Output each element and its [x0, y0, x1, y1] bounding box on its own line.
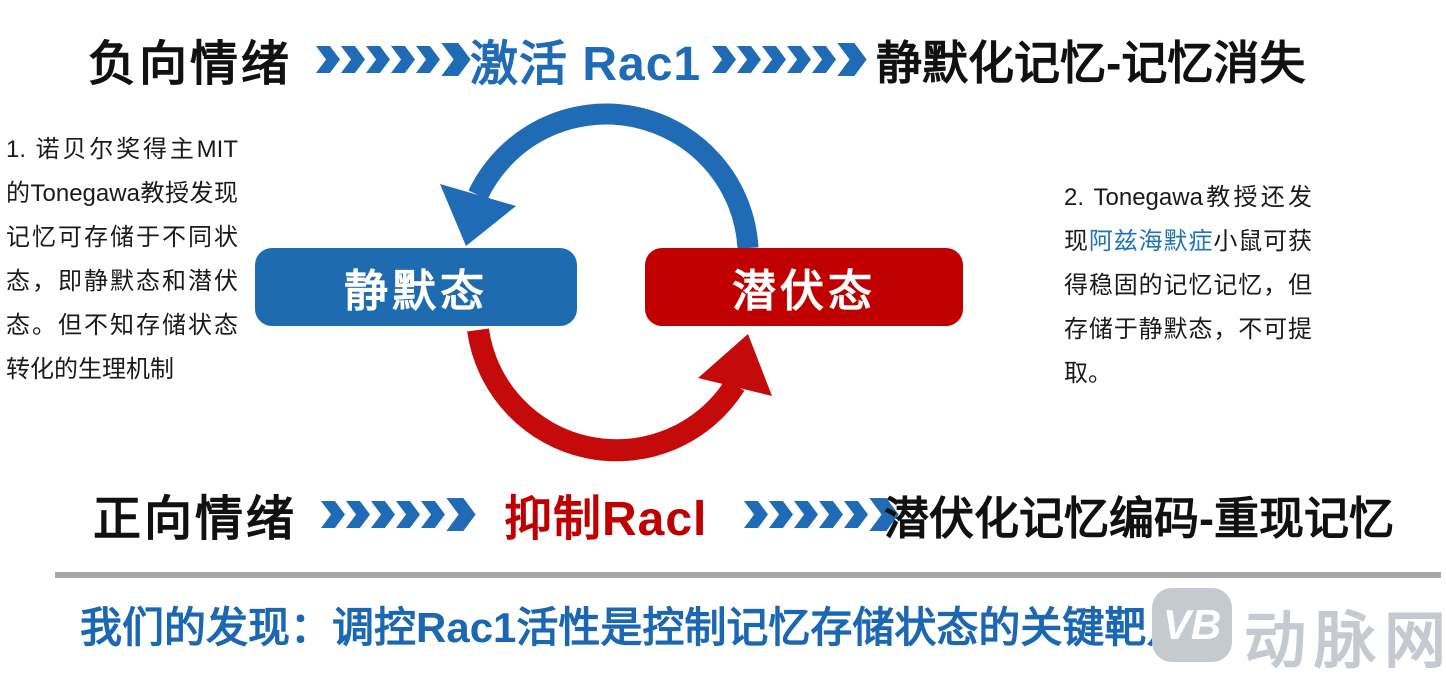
chevron-right-icon — [321, 501, 345, 528]
bottom-flow-process-label: 抑制Racl — [504, 493, 708, 546]
right-note: 2. Tonegawa教授还发现阿兹海默症小鼠可获得稳固的记忆记忆，但存储于静默… — [1064, 176, 1312, 396]
chevron-right-icon — [744, 501, 768, 528]
chevron-right-icon — [837, 43, 867, 76]
chevron-right-icon — [712, 46, 736, 73]
blue-arrowhead-icon — [440, 184, 516, 246]
red-cycle-arc — [467, 328, 745, 462]
cycle-arrows-graphic — [440, 103, 772, 462]
chevron-right-icon — [794, 501, 818, 528]
top-flow-arrows-1 — [316, 43, 471, 76]
chevron-right-icon — [391, 46, 415, 73]
left-note: 1. 诺贝尔奖得主MIT的Tonegawa教授发现记忆可存储于不同状态，即静默态… — [6, 136, 238, 383]
top-flow-outcome-label: 静默化记忆-记忆消失 — [876, 37, 1306, 89]
blue-cycle-arc — [468, 103, 759, 249]
chevron-right-icon — [316, 46, 340, 73]
right-note-prefix: 2. Tonegawa教授还发现 — [1064, 184, 1312, 255]
chevron-right-icon — [446, 498, 476, 531]
divider-line — [55, 572, 1441, 578]
latent-state-label: 潜伏态 — [732, 267, 876, 316]
right-note-suffix: 小鼠可获得稳固的记忆记忆，但存储于静默态，不可提取。 — [1064, 228, 1313, 387]
chevron-right-icon — [769, 501, 793, 528]
chevron-right-icon — [396, 501, 420, 528]
silent-state-box: 静默态 — [255, 248, 577, 326]
chevron-right-icon — [366, 46, 390, 73]
chevron-right-icon — [371, 501, 395, 528]
conclusion-text: 我们的发现：调控Rac1活性是控制记忆存储状态的关键靶点 — [80, 604, 1189, 651]
bottom-flow-outcome-label: 潜伏化记忆编码-重现记忆 — [884, 493, 1394, 544]
chevron-right-icon — [341, 46, 365, 73]
right-note-highlight: 阿兹海默症 — [1088, 228, 1214, 255]
silent-state-label: 静默态 — [344, 267, 488, 316]
chevron-right-icon — [819, 501, 843, 528]
chevron-right-icon — [441, 43, 471, 76]
red-arrowhead-icon — [698, 334, 772, 396]
bottom-flow-arrows-1 — [321, 498, 476, 531]
top-flow-process-label: 激活 Rac1 — [470, 38, 702, 91]
chevron-right-icon — [421, 501, 445, 528]
chevron-right-icon — [416, 46, 440, 73]
chevron-right-icon — [812, 46, 836, 73]
top-flow-arrows-2 — [712, 43, 867, 76]
vb-logo-text: VB — [1162, 601, 1222, 648]
chevron-right-icon — [844, 501, 868, 528]
chevron-right-icon — [762, 46, 786, 73]
bottom-flow-arrows-2 — [744, 498, 899, 531]
latent-state-box: 潜伏态 — [645, 248, 963, 326]
top-flow-source-label: 负向情绪 — [88, 38, 293, 91]
chevron-right-icon — [787, 46, 811, 73]
watermark-brand-text: 动脉网 — [1244, 607, 1446, 673]
bottom-flow-source-label: 正向情绪 — [93, 493, 298, 546]
vb-logo-icon: VB — [1152, 588, 1232, 662]
chevron-right-icon — [737, 46, 761, 73]
chevron-right-icon — [346, 501, 370, 528]
